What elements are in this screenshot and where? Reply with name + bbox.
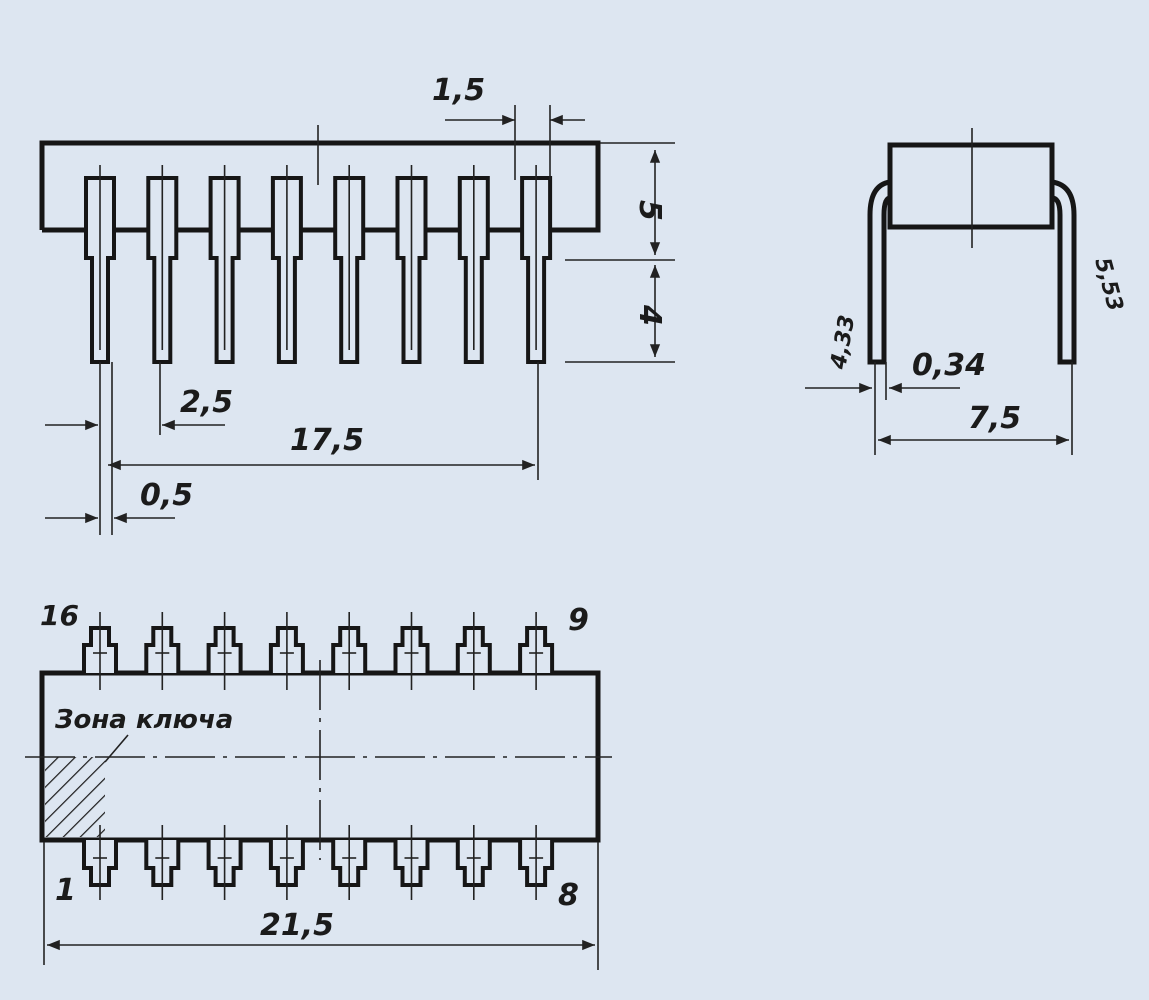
top-view: Зона ключа 16 9 1 8 21,5 [25, 599, 612, 970]
bottom-row-pin [268, 825, 305, 900]
pin-label-16: 16 [40, 599, 79, 632]
top-row-pin [82, 612, 118, 690]
bottom-row-pin [455, 825, 492, 900]
dim-lead-width: 0,5 [140, 478, 193, 513]
front-pin [146, 165, 179, 364]
bottom-row-pin [518, 825, 555, 900]
pin-label-1: 1 [55, 873, 76, 908]
side-view: 4,33 5,53 0,34 7,5 [805, 128, 1127, 455]
pin-label-8: 8 [558, 878, 579, 913]
dim-pitch-top: 1,5 [432, 73, 485, 108]
front-pin [84, 165, 116, 364]
bottom-row-pin [82, 825, 118, 900]
front-pin [457, 165, 490, 364]
bottom-row-pin [206, 825, 243, 900]
top-row-pin [206, 612, 243, 690]
top-row-pin [455, 612, 492, 690]
side-body [887, 142, 1055, 230]
front-pin [395, 165, 428, 364]
top-row-pin [393, 612, 430, 690]
dim-row-spacing: 7,5 [968, 401, 1021, 436]
pin-label-9: 9 [568, 603, 589, 638]
dim-lead-length: 4 [632, 304, 667, 326]
top-row-pin [268, 612, 305, 690]
front-pin [520, 165, 553, 364]
side-lead-left [867, 179, 891, 365]
front-pin [270, 165, 303, 364]
side-lead-right [1051, 179, 1077, 365]
front-view: 1,5 5 4 2,5 17,5 0,5 [39, 73, 675, 535]
top-row-pin [331, 612, 368, 690]
dim-lead-thickness: 0,34 [912, 348, 986, 383]
front-pin [208, 165, 241, 364]
bottom-row-pin [331, 825, 368, 900]
dim-body-length: 21,5 [260, 908, 334, 943]
key-zone-leader [104, 734, 129, 763]
top-row-pin [144, 612, 181, 690]
bottom-row-pin [393, 825, 430, 900]
front-pin [333, 165, 366, 364]
key-zone-hatch [45, 757, 105, 837]
bottom-row-pin [144, 825, 181, 900]
dim-pin-span: 17,5 [290, 423, 364, 458]
dim-lead-bend-left: 4,33 [826, 313, 860, 372]
top-row-pin [518, 612, 555, 690]
dim-lead-bend-right: 5,53 [1089, 255, 1127, 314]
key-zone-label: Зона ключа [54, 705, 233, 735]
dim-pin-pitch: 2,5 [180, 385, 233, 420]
dim-body-height: 5 [632, 200, 667, 221]
